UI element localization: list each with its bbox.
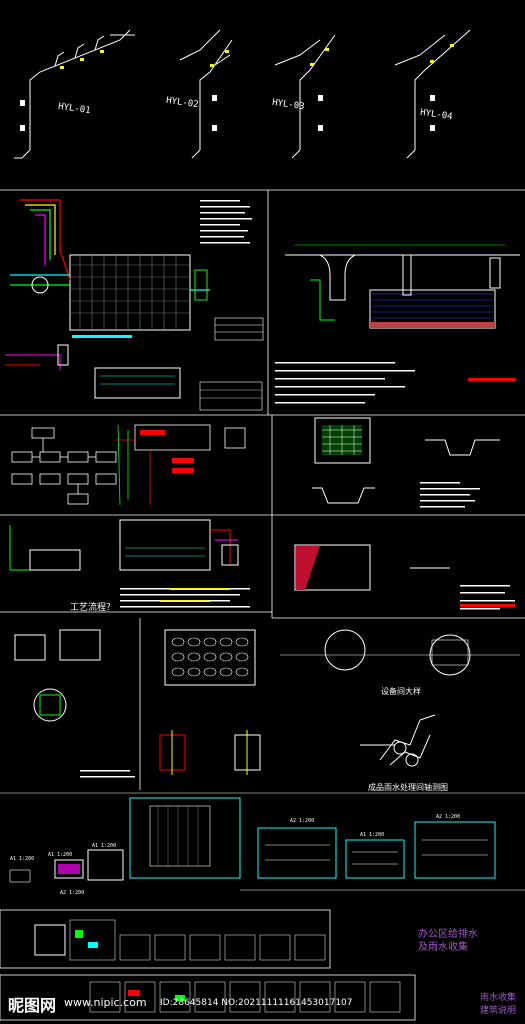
treatment-room-axonometric-title: 成品雨水处理间轴测图 — [368, 783, 448, 792]
rainwater-tank-plan-panel — [0, 189, 525, 790]
watermark-logo: 昵图网 — [8, 996, 57, 1015]
sheet-scale-2: A1 1:200 — [48, 852, 73, 858]
riser-diagram-panel — [14, 29, 471, 159]
rainwater-title-line2: 建筑说明 — [480, 1006, 517, 1016]
watermark-url: www.nipic.com — [64, 996, 147, 1009]
equipment-room-detail-title: 设备间大样 — [381, 687, 421, 696]
watermark-bar: 昵图网 www.nipic.com ID:28645814 NO:2021111… — [0, 990, 525, 1024]
process-flow-title: 工艺流程？ — [70, 603, 116, 613]
office-drainage-title-line2: 及雨水收集 — [418, 942, 468, 953]
sheet-scale-1: A1 1:200 — [10, 856, 35, 862]
sheet-scale-5: A2 1:200 — [436, 814, 461, 820]
sheet-scale-3: A1 1:200 — [92, 843, 117, 849]
sheet-scale-7: A2 1:200 — [60, 890, 85, 896]
office-drainage-title-line1: 办公区给排水 — [418, 929, 478, 940]
rainwater-title-line1: 雨水收集 — [480, 993, 517, 1003]
sheet-scale-4: A2 1:200 — [290, 818, 315, 824]
watermark-id: ID:28645814 NO:20211111161453017107 — [160, 998, 353, 1008]
sheet-scale-6: A1 1:200 — [360, 832, 385, 838]
